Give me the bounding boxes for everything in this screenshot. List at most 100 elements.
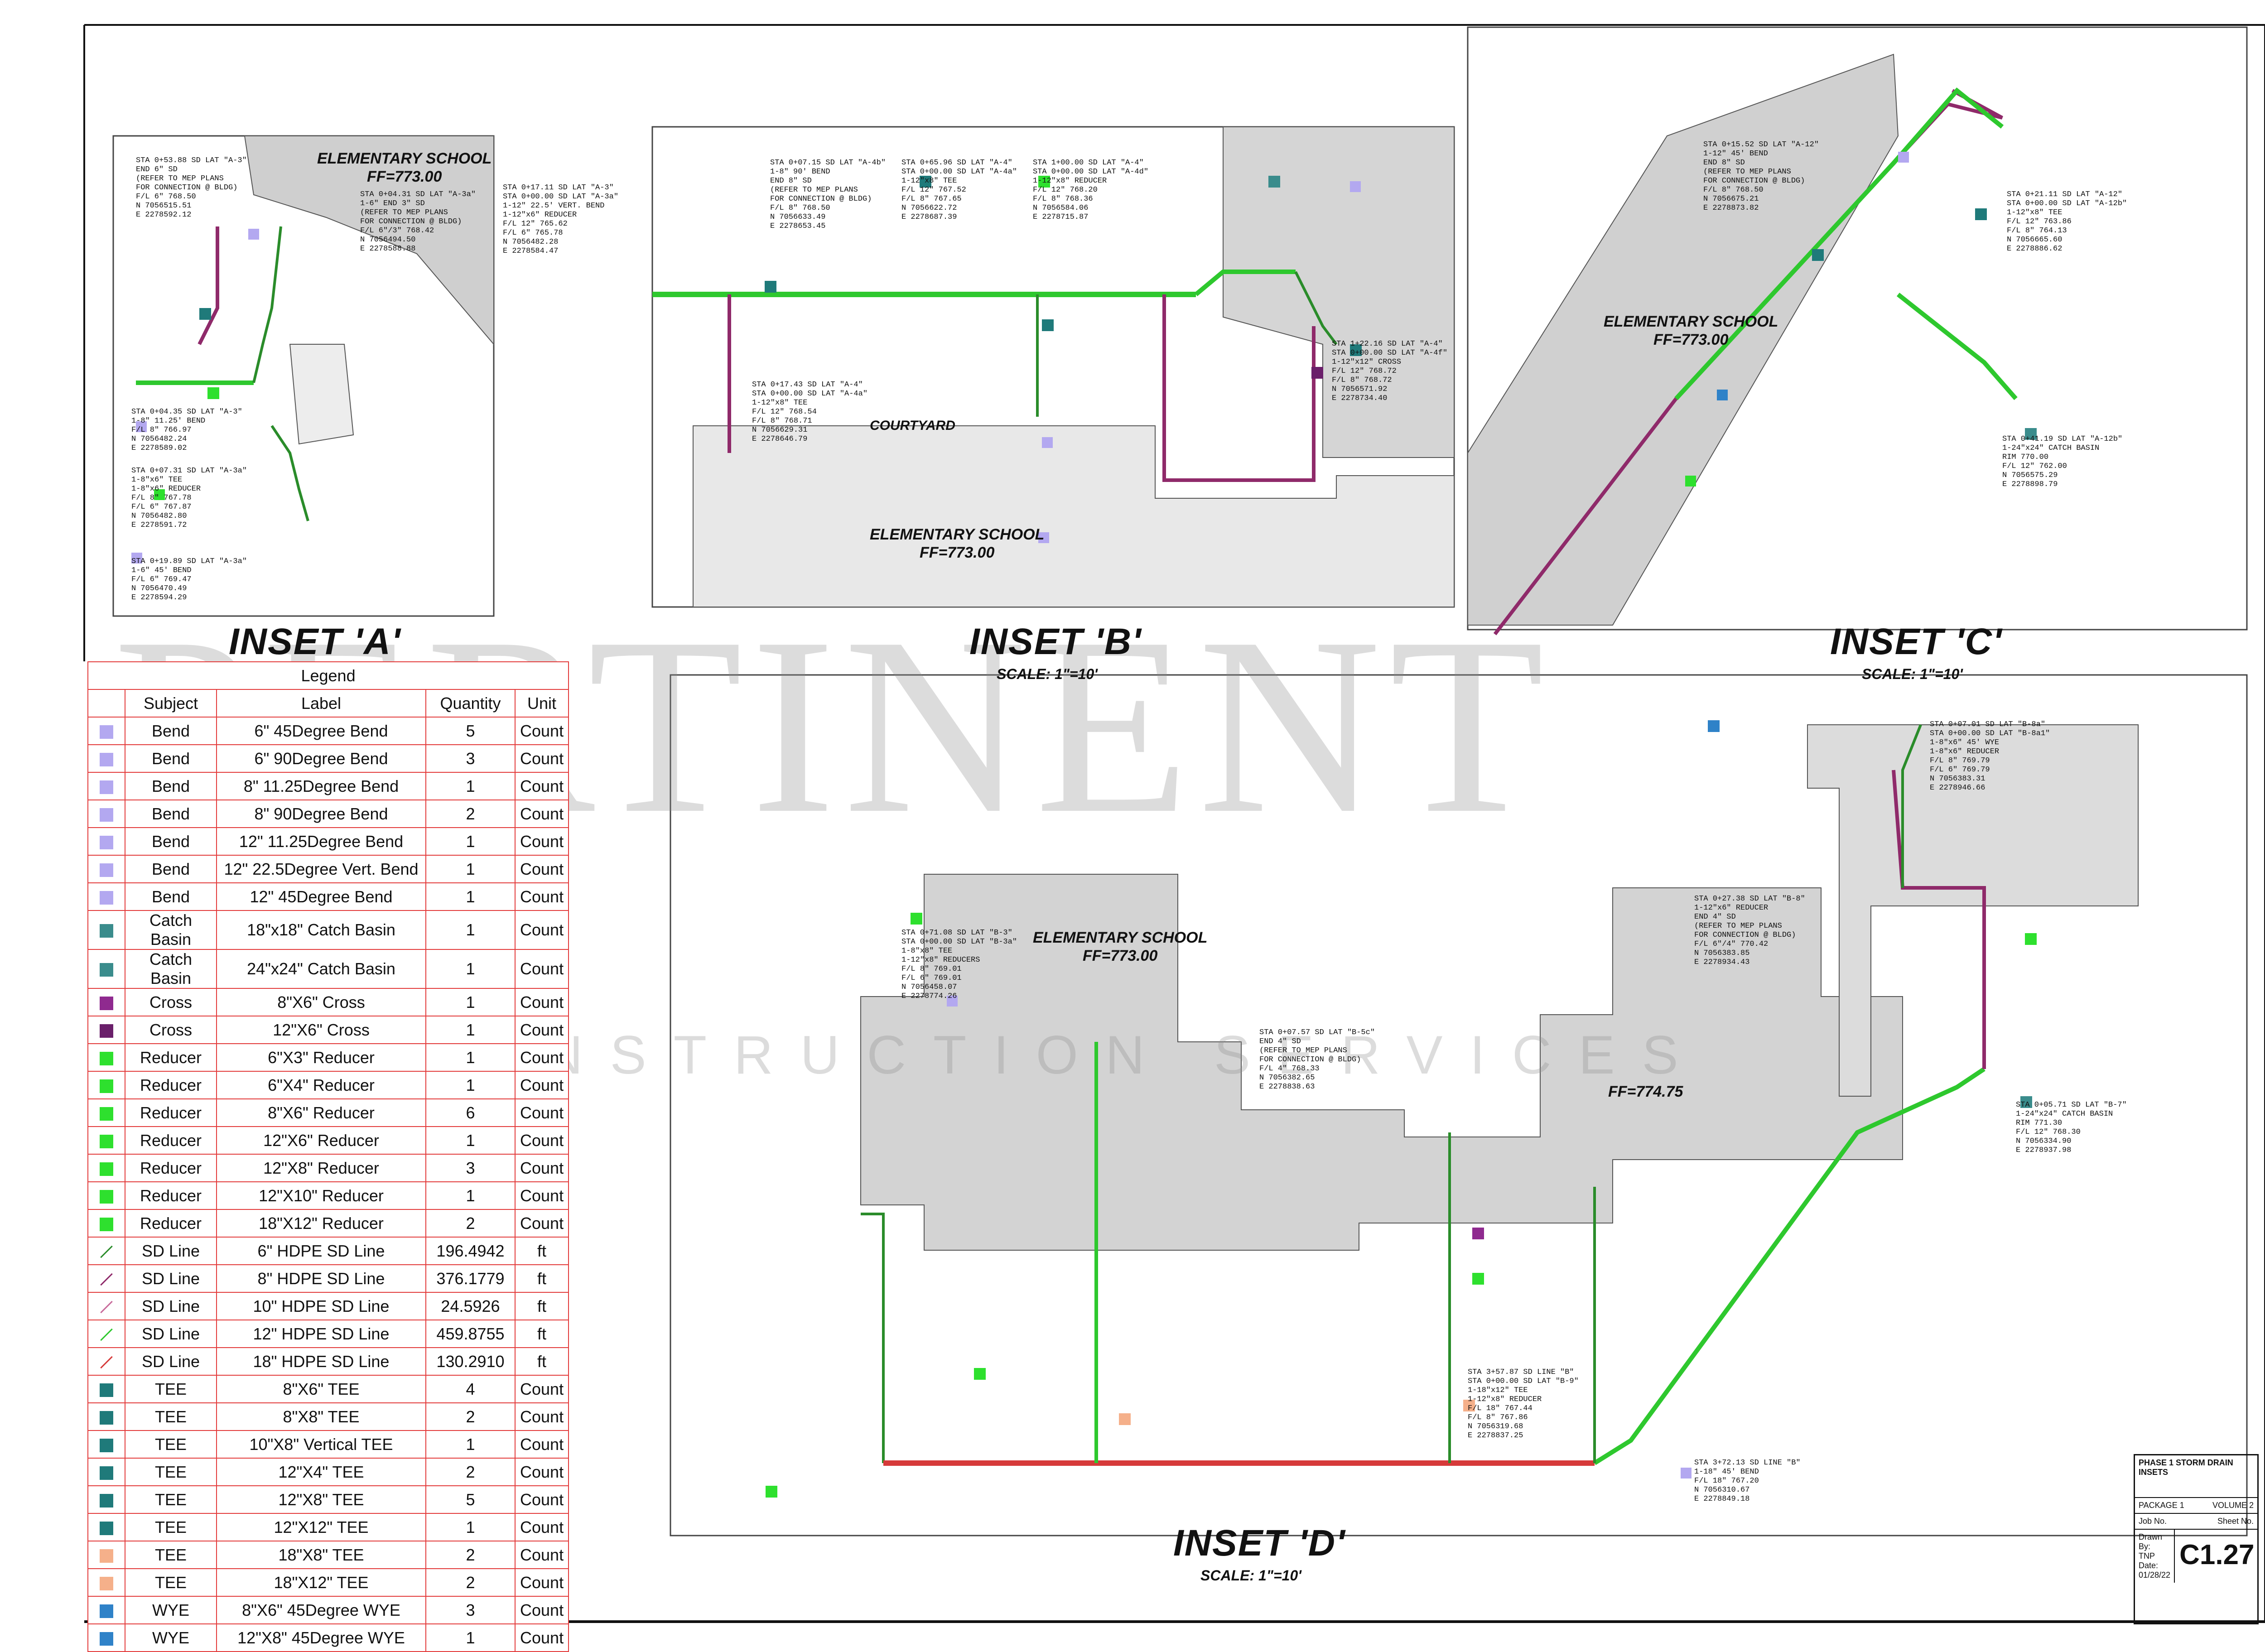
legend-unit: ft [514, 1320, 569, 1348]
legend-swatch [87, 1071, 125, 1099]
legend-subject: Bend [125, 717, 217, 745]
legend-quantity: 2 [425, 1402, 516, 1431]
legend-quantity: 1 [425, 1513, 516, 1541]
legend-label: 12"X6" Reducer [216, 1126, 426, 1155]
volume-label: VOLUME 2 [2212, 1501, 2254, 1510]
legend-swatch [87, 800, 125, 828]
line-swatch-icon [100, 1356, 113, 1369]
inset-c-scale: SCALE: 1"=10' [1862, 666, 1963, 682]
note-a5: STA 0+07.31 SD LAT "A-3a" 1-8"x6" TEE 1-… [131, 467, 247, 530]
legend-subject: Reducer [125, 1071, 217, 1099]
legend-subject: Catch Basin [125, 949, 217, 989]
legend-header-label: Label [216, 689, 426, 718]
color-swatch-icon [100, 1134, 113, 1148]
legend-label: 12" 45Degree Bend [216, 882, 426, 911]
legend-label: 24"x24" Catch Basin [216, 949, 426, 989]
legend-unit: Count [514, 1375, 569, 1403]
legend-swatch [87, 1623, 125, 1652]
legend-subject: Reducer [125, 1098, 217, 1127]
legend-unit: Count [514, 1209, 569, 1238]
legend-swatch [87, 949, 125, 989]
legend-unit: Count [514, 717, 569, 745]
legend-quantity: 1 [425, 1016, 516, 1044]
note-a1: STA 0+53.88 SD LAT "A-3" END 6" SD (REFE… [136, 156, 247, 219]
legend-subject: SD Line [125, 1320, 217, 1348]
note-d4: STA 0+07.57 SD LAT "B-5c" END 4" SD (REF… [1259, 1028, 1375, 1091]
legend-swatch [87, 1181, 125, 1210]
legend-unit: Count [514, 744, 569, 773]
legend-caption: Legend [87, 661, 569, 690]
legend-unit: Count [514, 1154, 569, 1182]
legend-quantity: 1 [425, 1181, 516, 1210]
legend-quantity: 1 [425, 1043, 516, 1072]
legend-label: 12"X10" Reducer [216, 1181, 426, 1210]
note-b4: STA 0+17.43 SD LAT "A-4" STA 0+00.00 SD … [752, 380, 868, 443]
legend-header-subject: Subject [125, 689, 217, 718]
date-value: 01/28/22 [2139, 1570, 2171, 1580]
job-no-label: Job No. [2139, 1517, 2167, 1526]
legend-quantity: 3 [425, 1596, 516, 1624]
legend-quantity: 5 [425, 1485, 516, 1514]
legend-label: 8" 90Degree Bend [216, 800, 426, 828]
legend-quantity: 2 [425, 1458, 516, 1486]
legend-quantity: 1 [425, 1126, 516, 1155]
color-swatch-icon [100, 963, 113, 977]
line-swatch-icon [100, 1246, 113, 1258]
legend-unit: Count [514, 1513, 569, 1541]
package-label: PACKAGE 1 [2139, 1501, 2184, 1510]
legend-swatch [87, 1375, 125, 1403]
legend-unit: Count [514, 1568, 569, 1597]
color-swatch-icon [100, 1190, 113, 1204]
legend-unit: Count [514, 1126, 569, 1155]
legend-unit: Count [514, 910, 569, 950]
legend-swatch [87, 882, 125, 911]
legend-unit: Count [514, 1430, 569, 1459]
legend-subject: TEE [125, 1402, 217, 1431]
legend-label: 6"X4" Reducer [216, 1071, 426, 1099]
sheet-no-label: Sheet No. [2217, 1517, 2254, 1526]
note-d2: STA 0+27.38 SD LAT "B-8" 1-12"x6" REDUCE… [1694, 895, 1805, 967]
note-a2: STA 0+04.31 SD LAT "A-3a" 1-6" END 3" SD… [360, 190, 476, 253]
legend-swatch [87, 1043, 125, 1072]
note-c1: STA 0+15.52 SD LAT "A-12" 1-12" 45' BEND… [1703, 140, 1819, 212]
legend-subject: Bend [125, 855, 217, 883]
color-swatch-icon [100, 996, 113, 1010]
legend-swatch [87, 1292, 125, 1320]
legend-header-swatch [87, 689, 125, 718]
sheet-title: PHASE 1 STORM DRAIN INSETS [2135, 1455, 2257, 1498]
legend-quantity: 1 [425, 1430, 516, 1459]
legend-subject: Reducer [125, 1181, 217, 1210]
color-swatch-icon [100, 1493, 113, 1508]
legend-unit: Count [514, 1181, 569, 1210]
legend-label: 12" 22.5Degree Vert. Bend [216, 855, 426, 883]
legend-unit: Count [514, 1402, 569, 1431]
legend-label: 12"X12" TEE [216, 1513, 426, 1541]
note-a3: STA 0+17.11 SD LAT "A-3" STA 0+00.00 SD … [503, 183, 619, 255]
inset-a-title: INSET 'A' [229, 621, 401, 662]
color-swatch-icon [100, 1438, 113, 1452]
legend-unit: Count [514, 800, 569, 828]
legend-swatch [87, 1209, 125, 1238]
legend-quantity: 2 [425, 1568, 516, 1597]
legend-quantity: 5 [425, 717, 516, 745]
legend-subject: SD Line [125, 1347, 217, 1376]
legend-subject: TEE [125, 1430, 217, 1459]
legend-swatch [87, 1541, 125, 1569]
color-swatch-icon [100, 1162, 113, 1176]
legend-label: 18"X12" TEE [216, 1568, 426, 1597]
legend-label: 12"X8" TEE [216, 1485, 426, 1514]
